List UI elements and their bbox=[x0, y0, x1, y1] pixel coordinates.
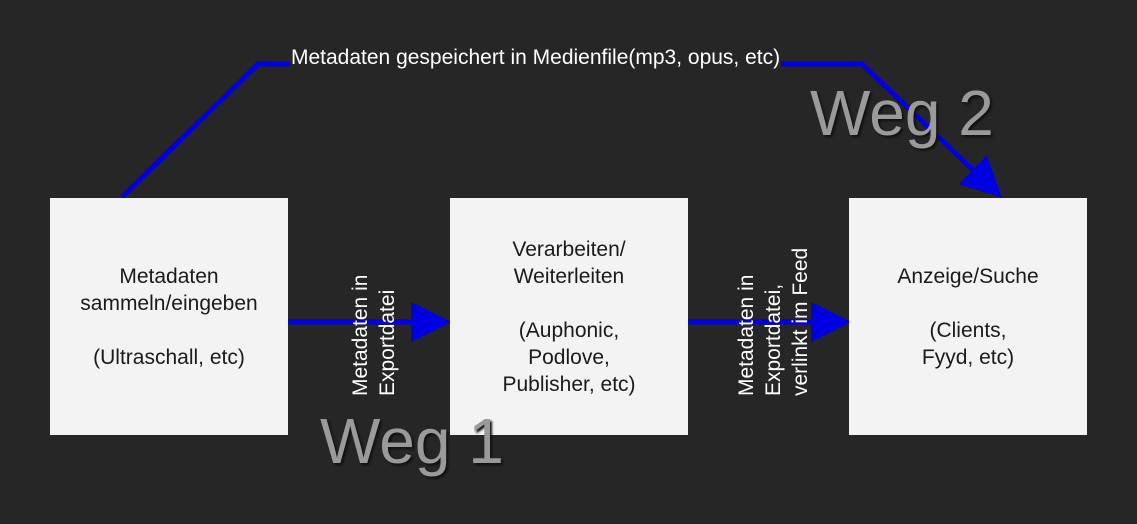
box-display-search: Anzeige/Suche (Clients, Fyyd, etc) bbox=[849, 198, 1087, 435]
top-path-label: Metadaten gespeichert in Medienfile(mp3,… bbox=[290, 46, 782, 70]
weg-2-label: Weg 2 bbox=[810, 77, 994, 149]
arrow-1-label: Metadaten in Exportdatei bbox=[349, 274, 399, 396]
box-process-forward: Verarbeiten/ Weiterleiten (Auphonic, Pod… bbox=[450, 198, 688, 435]
box-collect-metadata: Metadaten sammeln/eingeben (Ultraschall,… bbox=[50, 198, 288, 435]
arrow-2-label: Metadaten in Exportdatei, verlinkt im Fe… bbox=[735, 247, 812, 396]
weg-1-label: Weg 1 bbox=[320, 405, 504, 477]
